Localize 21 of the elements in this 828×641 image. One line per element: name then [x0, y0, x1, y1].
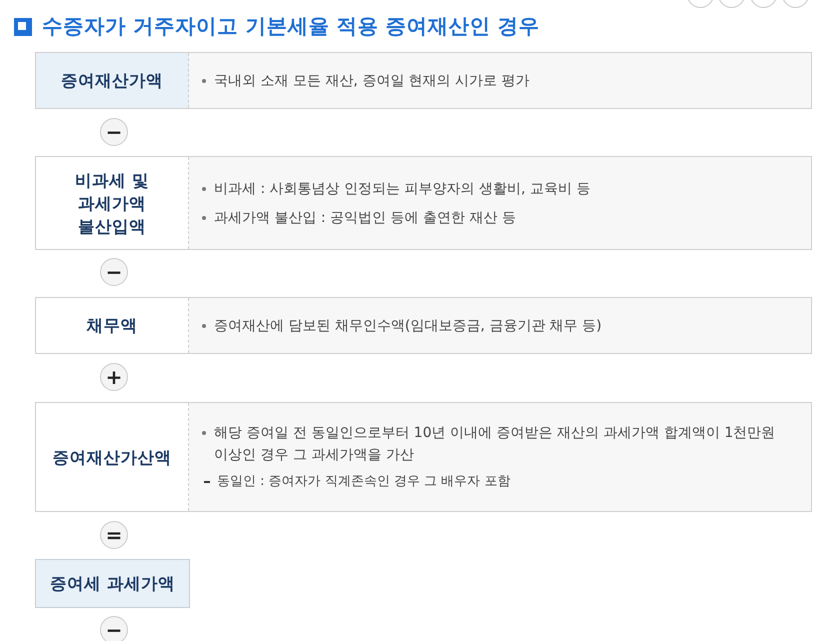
- operator-circle: =: [100, 521, 128, 549]
- list-item-text: 국내외 소재 모든 재산, 증여일 현재의 시가로 평가: [214, 72, 530, 90]
- table-row: [35, 297, 812, 354]
- header-cell: 증여재산가산액: [36, 403, 189, 511]
- operator-circle: −: [100, 258, 128, 286]
- table-row: [35, 402, 812, 512]
- operator-circle: −: [100, 118, 128, 146]
- result-box: 증여세 과세가액: [35, 559, 190, 608]
- list-item-text: 과세가액 불산입 : 공익법인 등에 출연한 재산 등: [214, 208, 516, 228]
- operator-circle: −: [100, 616, 128, 641]
- header-cell: 채무액: [36, 298, 189, 353]
- header-cell: 증여재산가액: [36, 53, 189, 108]
- header-cell: 비과세 및 과세가액 불산입액: [36, 157, 189, 249]
- list-item-text: 동일인 : 증여자가 직계존속인 경우 그 배우자 포함: [217, 472, 510, 490]
- table-row: [35, 52, 812, 109]
- operator-circle: +: [100, 363, 128, 391]
- list-item-text: 증여재산에 담보된 채무인수액(임대보증금, 금융기관 채무 등): [214, 316, 602, 336]
- table-row: [35, 156, 812, 250]
- list-item-text: 비과세 : 사회통념상 인정되는 피부양자의 생활비, 교육비 등: [214, 180, 590, 198]
- list-item-text: 해당 증여일 전 동일인으로부터 10년 이내에 증여받은 재산의 과세가액 합계액이 1천만원 이상인 경우 그 과세가액을 가산: [214, 424, 776, 464]
- title: 수증자가 거주자이고 기본세율 적용 증여재산인 경우: [42, 13, 540, 40]
